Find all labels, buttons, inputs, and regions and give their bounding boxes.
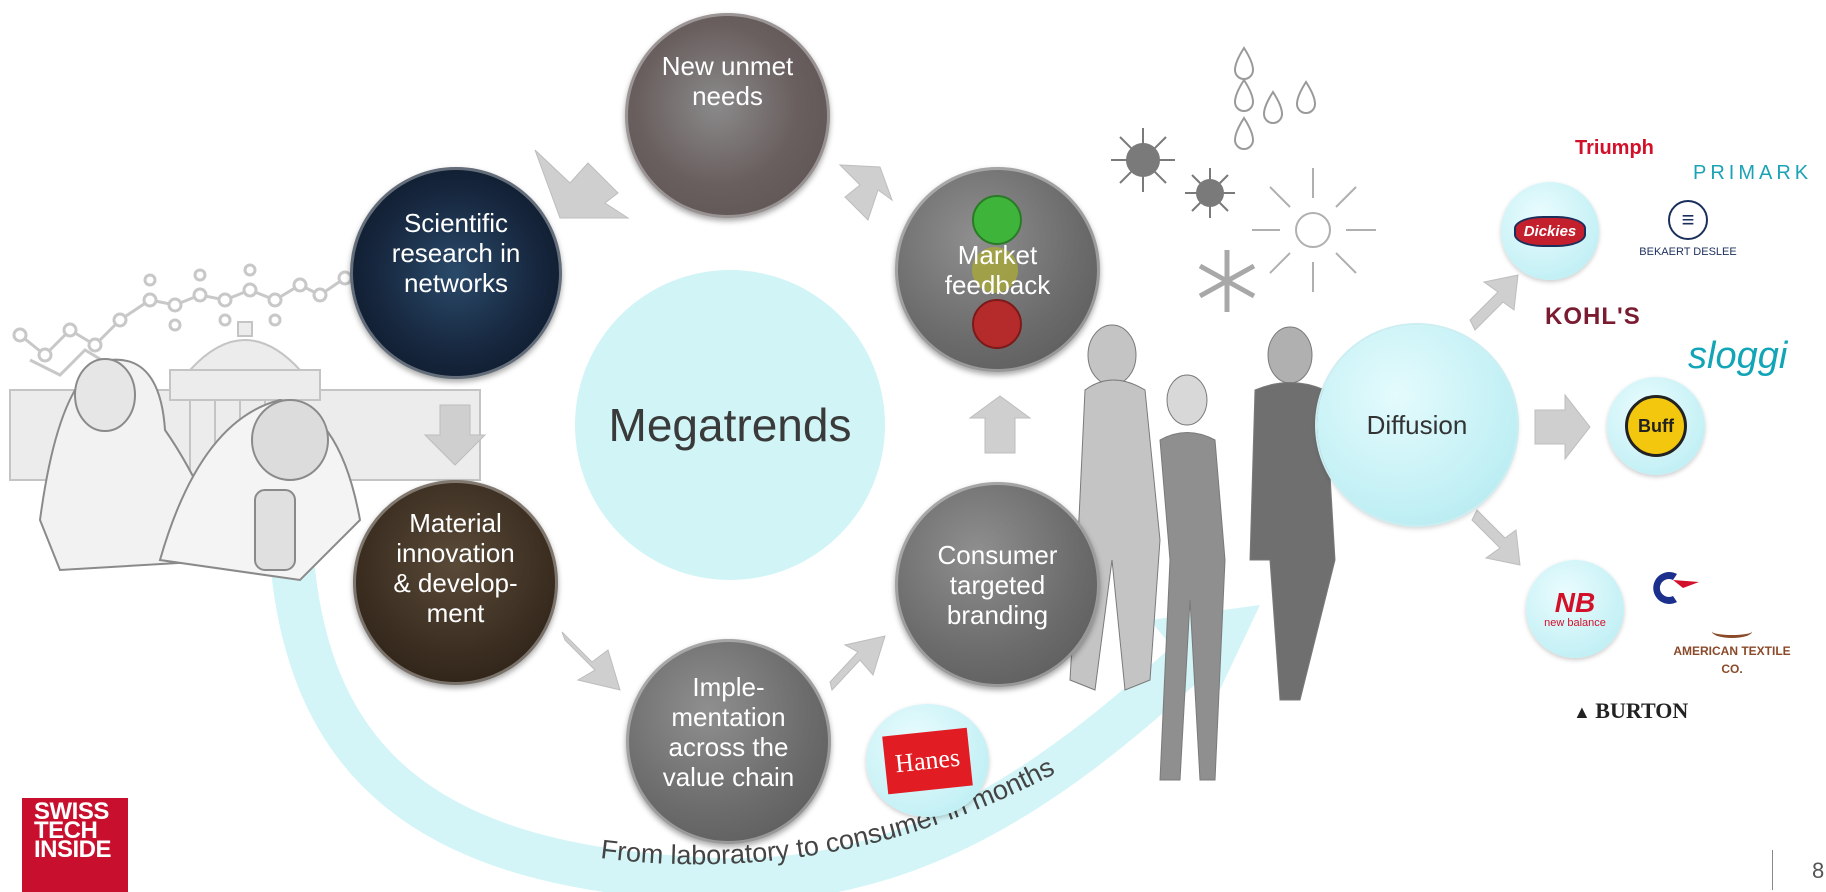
- implementation-label: Imple- mentation across the value chain: [662, 671, 795, 792]
- sun-icon: [1252, 168, 1376, 292]
- american-textile-logo: AMERICAN TEXTILE CO.: [1672, 625, 1792, 678]
- scientists-illustration: [38, 358, 362, 582]
- buff-logo: Buff: [1625, 395, 1687, 457]
- virus-icons: [1111, 128, 1235, 218]
- lab-to-consumer-arc: [268, 529, 1216, 892]
- node-diffusion: Diffusion: [1317, 325, 1517, 525]
- market-feedback-label: Market feedback: [944, 239, 1051, 300]
- node-consumer-branding: Consumer targeted branding: [895, 482, 1100, 687]
- bekaert-deslee-icon: ≡: [1668, 200, 1708, 240]
- logo-line-1: SWISS: [34, 798, 109, 825]
- dickies-logo: Dickies: [1513, 215, 1587, 247]
- champion-logo-icon: [1643, 570, 1701, 606]
- arrow-implementation-to-branding: [829, 635, 886, 692]
- american-textile-text: AMERICAN TEXTILE CO.: [1673, 644, 1791, 676]
- megatrends-label: Megatrends: [608, 399, 852, 451]
- megatrends-circle: Megatrends: [575, 270, 885, 580]
- arrow-diffusion-up: [1469, 274, 1519, 331]
- bekaert-deslee-logo: ≡ BEKAERT DESLEE: [1633, 200, 1743, 258]
- page-number: 8: [1812, 858, 1825, 883]
- node-market-feedback: Market feedback: [895, 167, 1100, 372]
- smiley-red-icon: [972, 299, 1022, 349]
- arrow-branding-to-feedback: [968, 395, 1032, 454]
- node-scientific-research: Scientific research in networks: [350, 167, 562, 379]
- arrow-material-to-implementation: [561, 631, 621, 691]
- molecule-chain-illustration: [12, 263, 353, 377]
- hanes-logo: Hanes: [882, 727, 973, 794]
- page-divider: [1772, 850, 1773, 890]
- triumph-logo: Triumph: [1575, 137, 1654, 159]
- arrow-diffusion-down: [1471, 509, 1521, 566]
- flow-arrows: [423, 149, 1591, 692]
- sloggi-logo: sloggi: [1688, 335, 1788, 377]
- arrow-unmet-to-research: [534, 149, 630, 219]
- node-material-innovation: Material innovation & develop- ment: [353, 480, 558, 685]
- new-balance-text: new balance: [1544, 617, 1606, 629]
- diffusion-label: Diffusion: [1366, 410, 1468, 440]
- new-balance-logo-bubble: NB new balance: [1526, 560, 1624, 658]
- node-new-unmet-needs: New unmet needs: [625, 13, 830, 218]
- new-balance-icon: NB: [1554, 587, 1596, 618]
- arrow-research-to-material: [423, 404, 487, 466]
- dickies-logo-bubble: Dickies: [1501, 182, 1599, 280]
- scientific-research-label: Scientific research in networks: [391, 208, 521, 298]
- material-innovation-label: Material innovation & develop- ment: [393, 507, 518, 628]
- primark-logo: PRIMARK: [1693, 162, 1813, 184]
- logo-line-3: INSIDE: [34, 836, 112, 863]
- arrow-diffusion-right: [1534, 393, 1591, 461]
- burton-logo: ▲ BURTON: [1573, 698, 1688, 724]
- arrow-feedback-to-unmet: [838, 164, 894, 221]
- burton-mountain-icon: ▲: [1573, 702, 1591, 722]
- bekaert-deslee-text: BEKAERT DESLEE: [1639, 246, 1737, 258]
- burton-text: BURTON: [1595, 698, 1689, 723]
- american-textile-icon: [1712, 625, 1752, 638]
- node-implementation: Imple- mentation across the value chain: [626, 639, 831, 844]
- new-unmet-needs-label: New unmet needs: [661, 50, 794, 111]
- buff-logo-bubble: Buff: [1607, 377, 1705, 475]
- snowflake-icon: [1198, 250, 1256, 312]
- smiley-green-icon: [972, 195, 1022, 245]
- hanes-logo-bubble: Hanes: [866, 704, 989, 817]
- logo-line-2: TECH: [34, 817, 98, 844]
- raindrop-icons: [1233, 46, 1317, 150]
- swiss-tech-inside-logo: SWISS TECH INSIDE: [22, 798, 128, 892]
- smiley-yellow-icon: [972, 247, 1018, 293]
- kohls-logo: KOHL'S: [1545, 303, 1641, 330]
- consumer-branding-label: Consumer targeted branding: [937, 539, 1058, 630]
